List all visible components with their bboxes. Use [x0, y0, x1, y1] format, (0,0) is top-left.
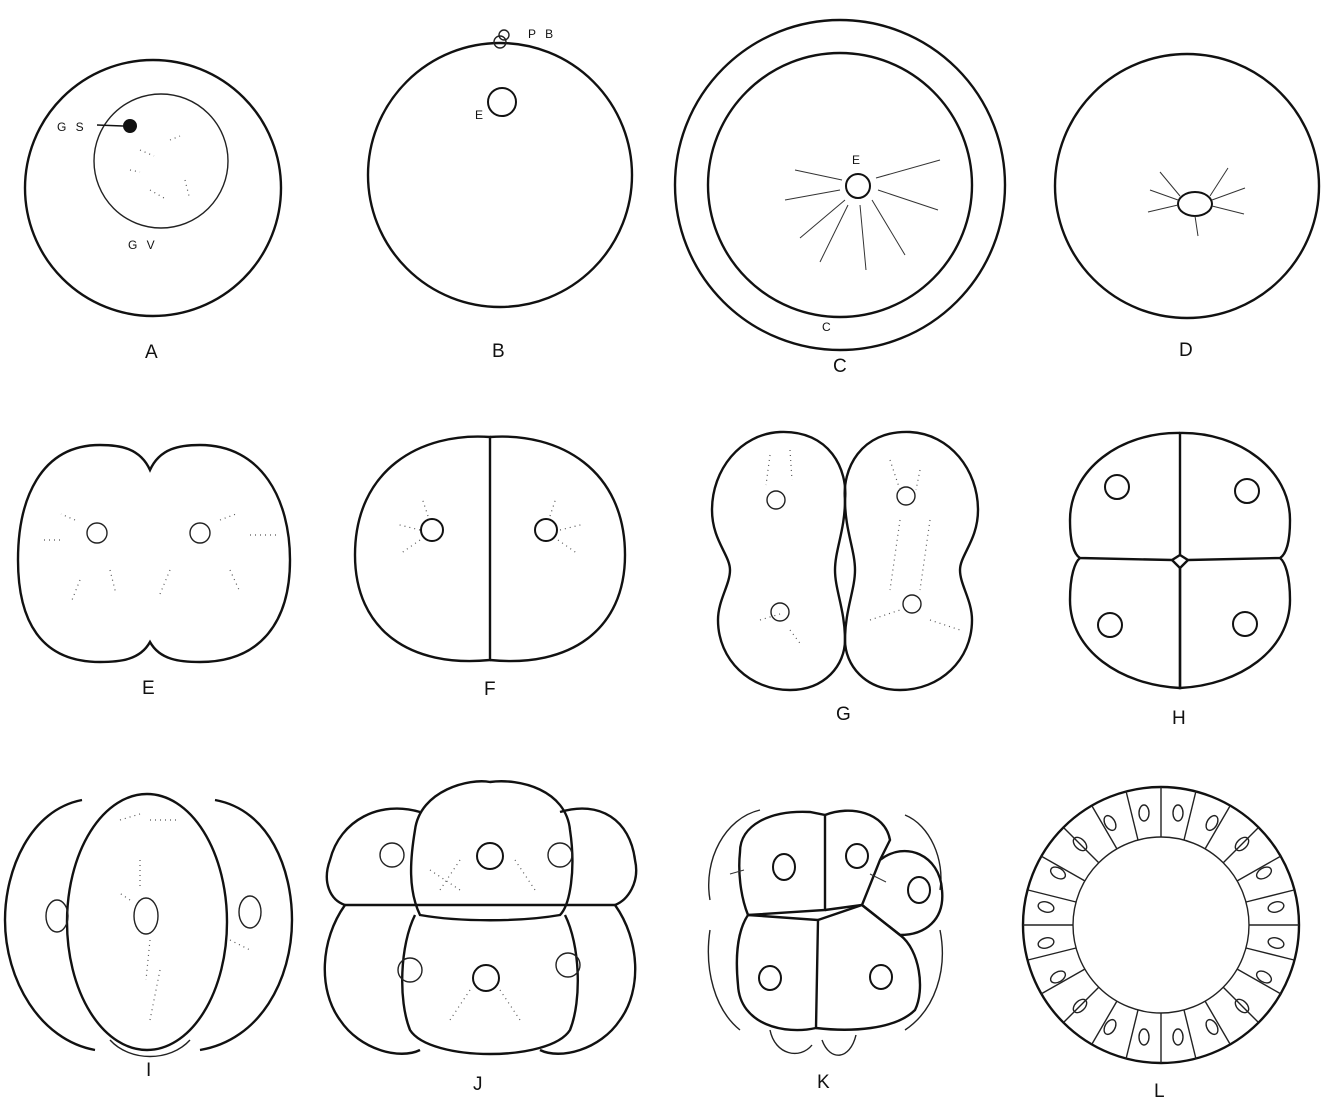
panel-e-dividing-cell [18, 445, 290, 662]
panel-f-nucleus-right [535, 519, 557, 541]
germinal-vesicle [94, 94, 228, 228]
panel-j-label: J [473, 1074, 483, 1095]
panel-a-label: A [145, 342, 158, 363]
panel-g-spindle-rays [760, 450, 960, 646]
panel-e-nucleus-left [87, 523, 107, 543]
panel-h-blastomere-top-right [1180, 433, 1290, 560]
panel-i-nucleus [134, 898, 158, 934]
panel-i-label: I [146, 1060, 151, 1081]
panel-l: L [1023, 787, 1299, 1102]
panel-j-nucleus [473, 965, 499, 991]
panel-h-nucleus [1233, 612, 1257, 636]
panel-g-nucleus [771, 603, 789, 621]
panel-i-blastomere-right [200, 800, 292, 1050]
panel-i-dotted-rays [118, 814, 250, 1020]
panel-f-blastomere-left [355, 437, 490, 661]
panel-c-egg-outline [708, 53, 972, 317]
panel-a-egg-outline [25, 60, 281, 316]
panel-e-label: E [142, 678, 155, 699]
panel-e: E [18, 445, 290, 699]
panel-k-nucleus [846, 844, 868, 868]
panel-f-blastomere-right [490, 437, 625, 661]
panel-k-label: K [817, 1072, 830, 1093]
panel-g: G [712, 432, 978, 725]
panel-d: D [1055, 54, 1319, 361]
panel-d-fusion-nucleus [1178, 192, 1212, 216]
panel-i-blastomere-front [67, 794, 227, 1050]
germinal-vesicle-label: G V [128, 238, 158, 252]
panel-h-nucleus [1098, 613, 1122, 637]
panel-j-bottom-left [325, 905, 420, 1054]
panel-i: I [5, 794, 292, 1081]
panel-b-nucleus-label: E [475, 108, 486, 122]
panel-i-nucleus [46, 900, 68, 932]
panel-a-speckles [130, 136, 189, 198]
panel-d-label: D [1179, 340, 1193, 361]
panel-b-label: B [492, 341, 505, 362]
panel-f: F [355, 437, 625, 700]
panel-k-nucleus [908, 877, 930, 903]
polar-bodies-label: P B [528, 27, 556, 41]
panel-k-nucleus [773, 854, 795, 880]
panel-j: J [325, 781, 636, 1095]
panel-i-blastomere-left [5, 800, 95, 1050]
panel-k-nucleus [870, 965, 892, 989]
panel-l-cell-walls [1023, 787, 1299, 1063]
panel-k-cell-bottom-right [816, 905, 920, 1030]
panel-h: H [1070, 433, 1290, 729]
panel-j-nucleus [477, 843, 503, 869]
panel-j-bottom-right [540, 905, 635, 1054]
panel-j-nucleus [548, 843, 572, 867]
panel-j-dotted-rays [430, 860, 535, 1020]
panel-l-nuclei [1037, 805, 1285, 1045]
panel-c-nucleus [846, 174, 870, 198]
panel-k-bottom-cells [770, 1030, 856, 1055]
germinal-spot-pointer [97, 125, 123, 126]
panel-b-egg-outline [368, 43, 632, 307]
panel-c-membrane-label: C [822, 320, 834, 334]
panel-d-egg-outline [1055, 54, 1319, 318]
panel-k: K [708, 810, 942, 1093]
panel-c: E C C [675, 20, 1005, 377]
panel-j-nucleus [380, 843, 404, 867]
panel-i-nucleus [239, 896, 261, 928]
panel-h-blastomere-bottom-left [1070, 558, 1180, 688]
panel-k-nucleus [759, 966, 781, 990]
germinal-spot-label: G S [57, 120, 87, 134]
panel-f-label: F [484, 679, 496, 700]
panel-e-nucleus-right [190, 523, 210, 543]
panel-k-arrows [730, 870, 886, 882]
panel-b: P B E B [368, 27, 632, 362]
panel-f-nucleus-left [421, 519, 443, 541]
panel-l-label: L [1154, 1081, 1165, 1102]
germinal-spot [123, 119, 137, 133]
panel-g-nucleus [897, 487, 915, 505]
panel-c-outer-membrane [675, 20, 1005, 350]
panel-e-aster-rays [40, 514, 276, 600]
panel-g-blastomere-right [845, 432, 978, 690]
panel-c-label: C [833, 356, 847, 377]
panel-g-blastomere-left [712, 432, 845, 690]
panel-b-nucleus [488, 88, 516, 116]
panel-j-top-left [327, 809, 420, 905]
panel-g-nucleus [767, 491, 785, 509]
panel-l-blastocoel [1073, 837, 1249, 1013]
panel-g-nucleus [903, 595, 921, 613]
panel-h-label: H [1172, 708, 1186, 729]
panel-a: G S G V A [25, 60, 281, 363]
panel-g-label: G [836, 704, 851, 725]
panel-h-nucleus [1235, 479, 1259, 503]
panel-h-nucleus [1105, 475, 1129, 499]
panel-c-nucleus-label: E [852, 153, 863, 167]
